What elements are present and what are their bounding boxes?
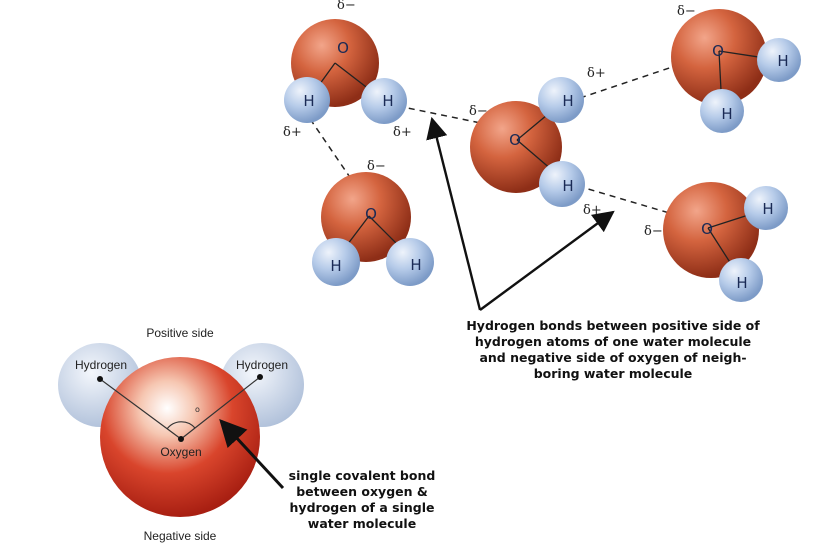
oxygen-atom: [470, 101, 562, 193]
hydrogen-bond-arrows: [426, 116, 615, 311]
charge-delta-plus: δ+: [283, 125, 302, 140]
caption-line: hydrogen atoms of one water molecule: [475, 334, 751, 349]
caption-line: hydrogen of a single: [290, 500, 435, 515]
hydrogen-atom: [539, 161, 585, 207]
covalent-bond-caption: single covalent bond between oxygen & hy…: [289, 468, 436, 531]
water-molecule-1: δ− O H H δ+ δ+: [283, 0, 412, 140]
water-molecule-5: δ− O H H: [644, 182, 788, 302]
hydrogen-atom: [312, 238, 360, 286]
arrow-to-covalent-bond: [219, 419, 285, 490]
charge-delta-plus: δ+: [587, 66, 606, 81]
oxygen-symbol: O: [712, 42, 724, 60]
charge-delta-plus: δ+: [393, 125, 412, 140]
hydrogen-symbol: H: [562, 92, 573, 110]
hydrogen-symbol: H: [736, 274, 747, 292]
charge-delta-minus: δ−: [644, 224, 663, 239]
single-water-molecule: Positive side Hydrogen Hydrogen Oxygen o…: [58, 326, 304, 543]
hydrogen-symbol: H: [303, 92, 314, 110]
angle-degree-symbol: o: [195, 405, 200, 414]
negative-side-label: Negative side: [144, 529, 217, 543]
oxygen-atom: [663, 182, 759, 278]
caption-line: water molecule: [308, 516, 416, 531]
hydrogen-atom: [719, 258, 763, 302]
oxygen-symbol: O: [365, 205, 377, 223]
hydrogen-right-label: Hydrogen: [236, 358, 288, 372]
water-molecule-2: δ− O H H: [312, 159, 434, 286]
caption-line: single covalent bond: [289, 468, 436, 483]
hydrogen-atom: [386, 238, 434, 286]
hydrogen-symbol: H: [562, 177, 573, 195]
hydrogen-symbol: H: [410, 256, 421, 274]
charge-delta-minus: δ−: [677, 4, 696, 19]
oxygen-symbol: O: [337, 39, 349, 57]
hydrogen-atom: [361, 78, 407, 124]
positive-side-label: Positive side: [146, 326, 214, 340]
caption-line: Hydrogen bonds between positive side of: [466, 318, 760, 333]
hydrogen-atom: [700, 89, 744, 133]
arrow-to-bond-left: [426, 116, 482, 311]
water-molecule-3: δ− O H H δ+ δ+: [469, 66, 606, 218]
charge-delta-minus: δ−: [337, 0, 356, 13]
oxygen-label: Oxygen: [160, 445, 201, 459]
caption-line: between oxygen &: [296, 484, 428, 499]
hydrogen-symbol: H: [721, 105, 732, 123]
hydrogen-left-label: Hydrogen: [75, 358, 127, 372]
hydrogen-atom: [284, 77, 330, 123]
caption-line: and negative side of oxygen of neigh-: [479, 350, 746, 365]
hydrogen-atom: [744, 186, 788, 230]
oxygen-symbol: O: [509, 131, 521, 149]
bond-angle-arc: [166, 421, 196, 430]
hydrogen-symbol: H: [777, 52, 788, 70]
oxygen-symbol: O: [701, 220, 713, 238]
charge-delta-plus: δ+: [583, 203, 602, 218]
arrow-to-bond-right: [479, 210, 615, 311]
hydrogen-symbol: H: [762, 200, 773, 218]
hydrogen-atom: [757, 38, 801, 82]
charge-delta-minus: δ−: [367, 159, 386, 174]
hydrogen-symbol: H: [382, 92, 393, 110]
hydrogen-bond-caption: Hydrogen bonds between positive side of …: [466, 318, 760, 381]
water-molecule-4: δ− O H H: [671, 4, 801, 133]
caption-line: boring water molecule: [534, 366, 693, 381]
hydrogen-symbol: H: [330, 257, 341, 275]
hydrogen-atom: [538, 77, 584, 123]
